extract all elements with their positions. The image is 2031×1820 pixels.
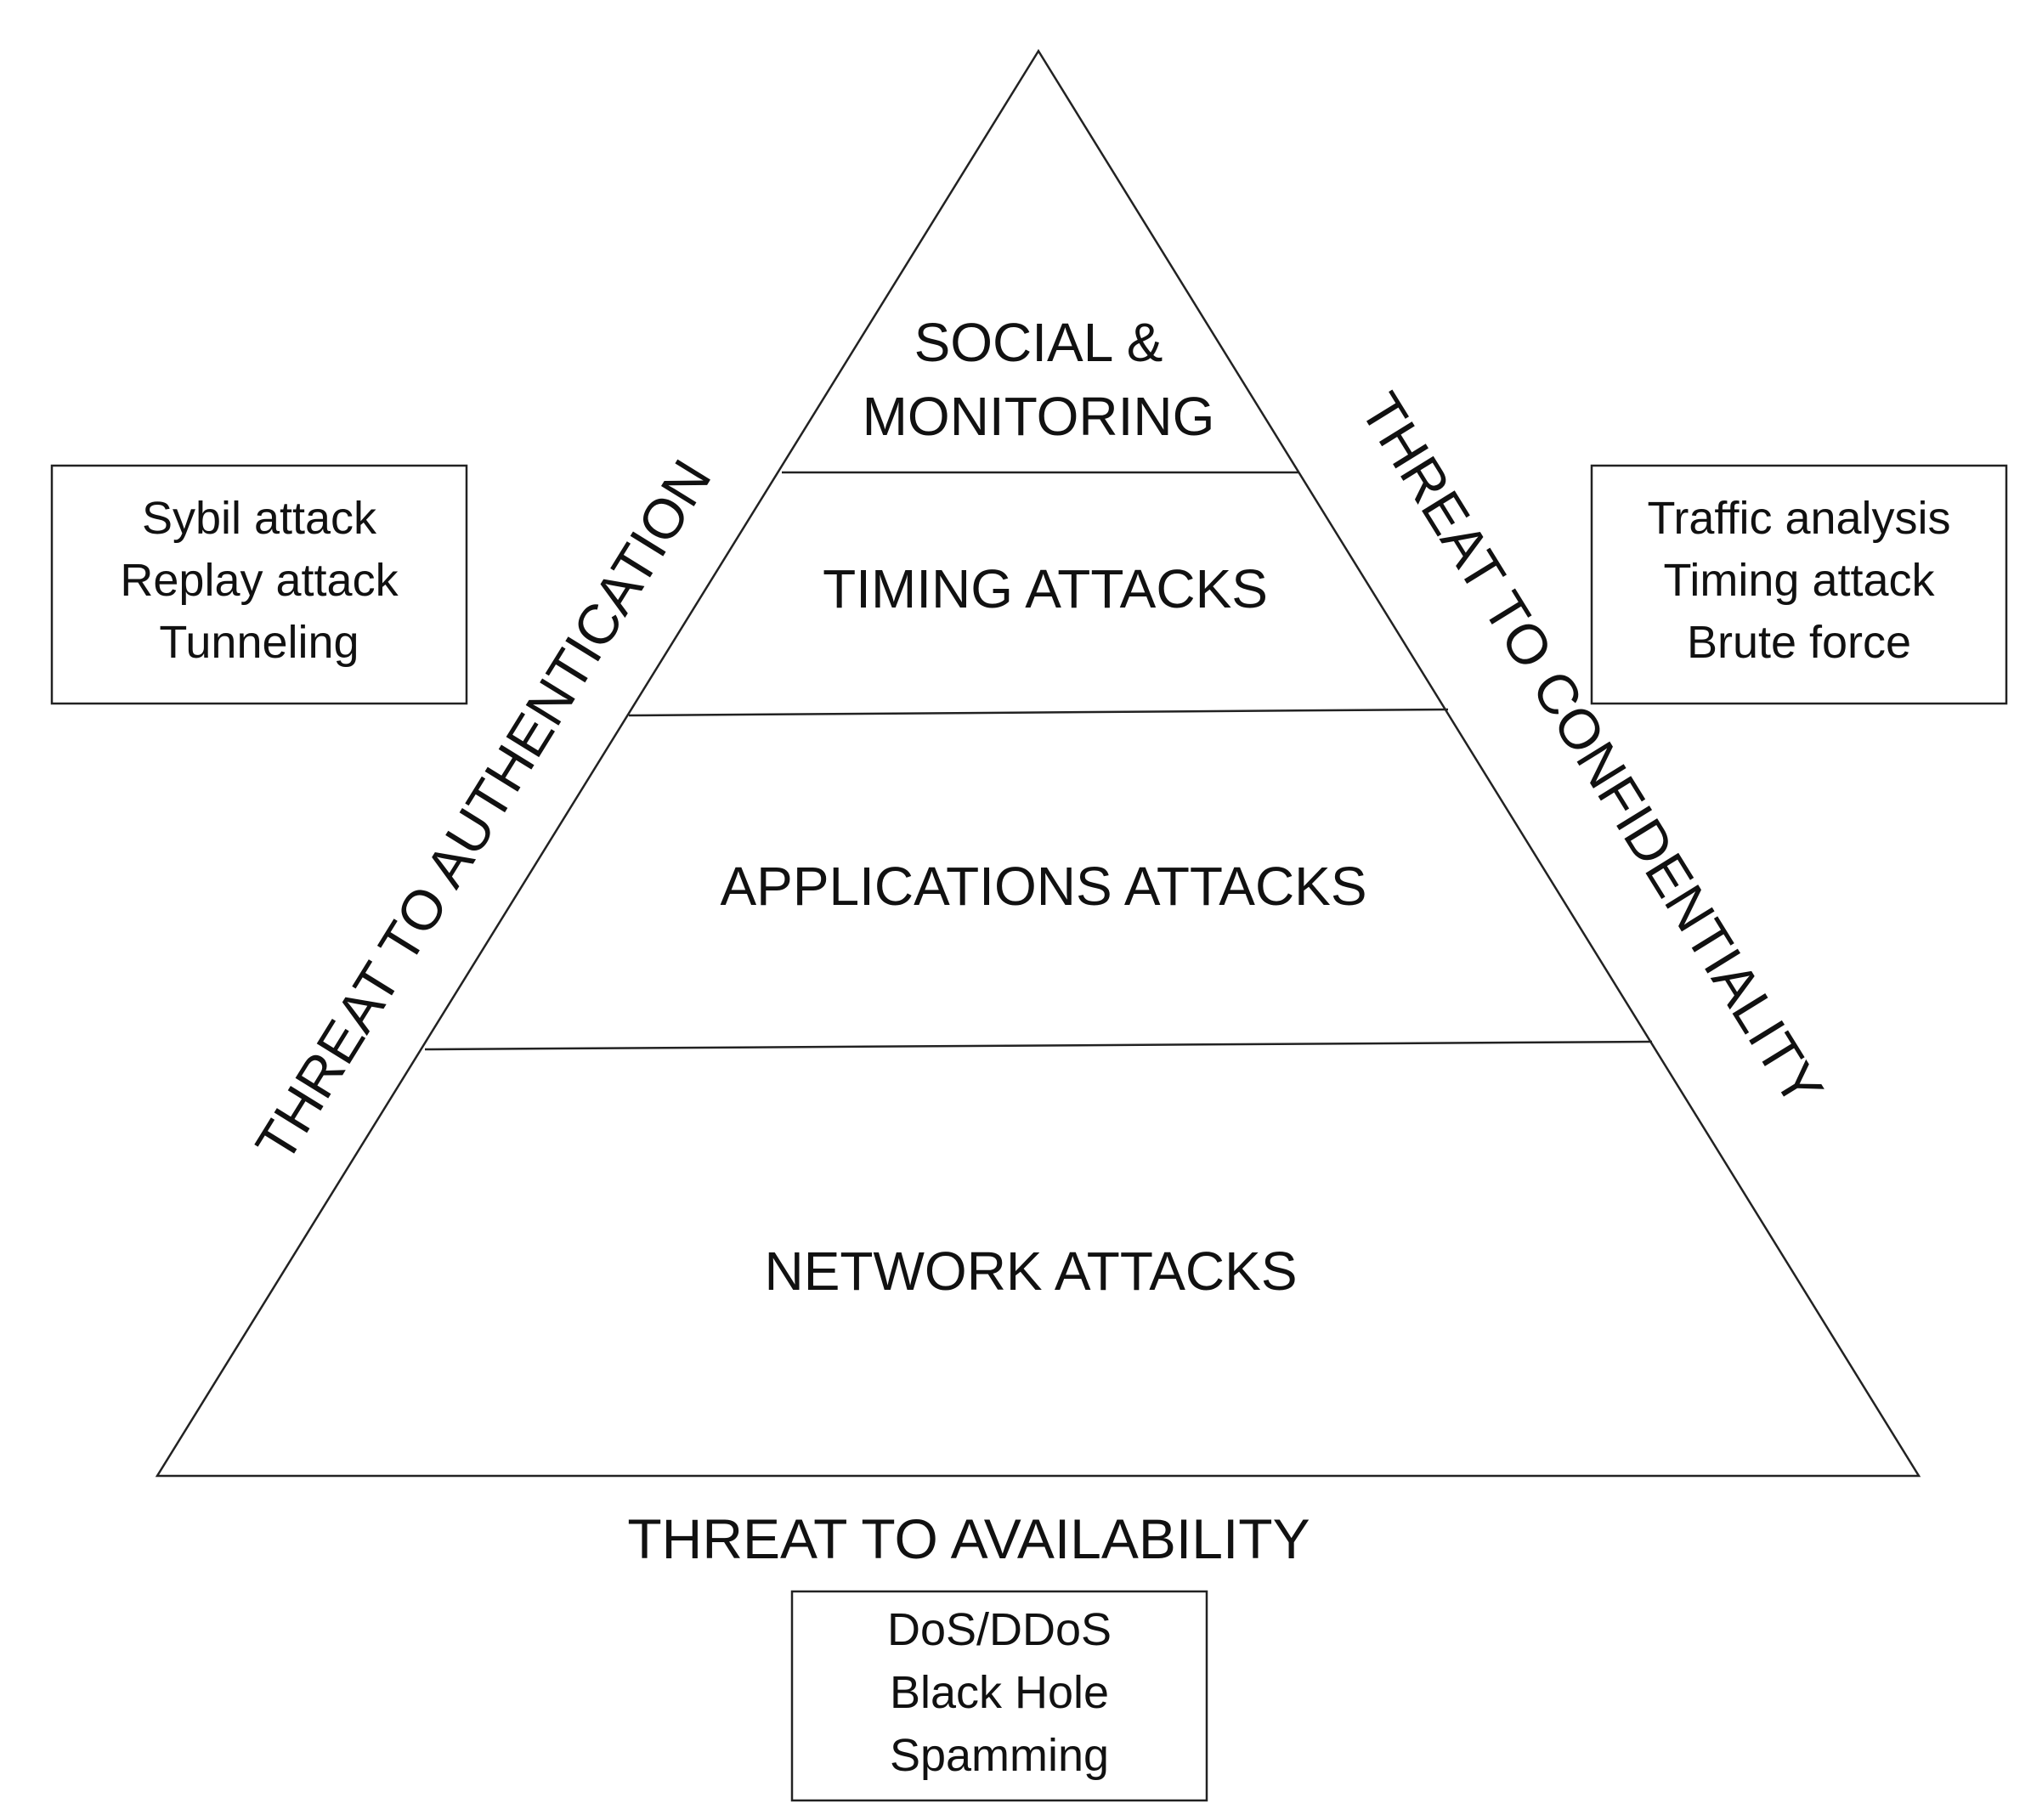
authentication-attack-item: Replay attack (120, 555, 399, 606)
pyramid-outline (155, 48, 1921, 1478)
availability-attack-item: Spamming (890, 1730, 1109, 1781)
threat-availability-label: THREAT TO AVAILABILITY (627, 1507, 1310, 1570)
divider-applications-network (424, 1040, 1653, 1051)
confidentiality-attacks-box (1590, 464, 2008, 705)
authentication-attacks-box (50, 464, 468, 705)
availability-attacks-box (790, 1590, 1208, 1802)
confidentiality-attack-item: Traffic analysis (1647, 493, 1950, 544)
level-network-attacks: NETWORK ATTACKS (765, 1241, 1298, 1302)
confidentiality-attack-item: Timing attack (1663, 555, 1935, 606)
level-timing-attacks: TIMING ATTACKS (823, 558, 1268, 619)
level-social-monitoring-line2: MONITORING (863, 386, 1215, 447)
level-applications-attacks: APPLICATIONS ATTACKS (720, 856, 1366, 917)
confidentiality-attack-item: Brute force (1687, 617, 1911, 668)
divider-timing-applications (628, 708, 1449, 717)
level-social-monitoring-line1: SOCIAL & (914, 312, 1163, 373)
availability-attack-item: DoS/DDoS (887, 1604, 1112, 1655)
authentication-attack-item: Sybil attack (142, 493, 377, 544)
availability-attack-item: Black Hole (890, 1667, 1109, 1718)
authentication-attack-item: Tunneling (159, 617, 359, 668)
